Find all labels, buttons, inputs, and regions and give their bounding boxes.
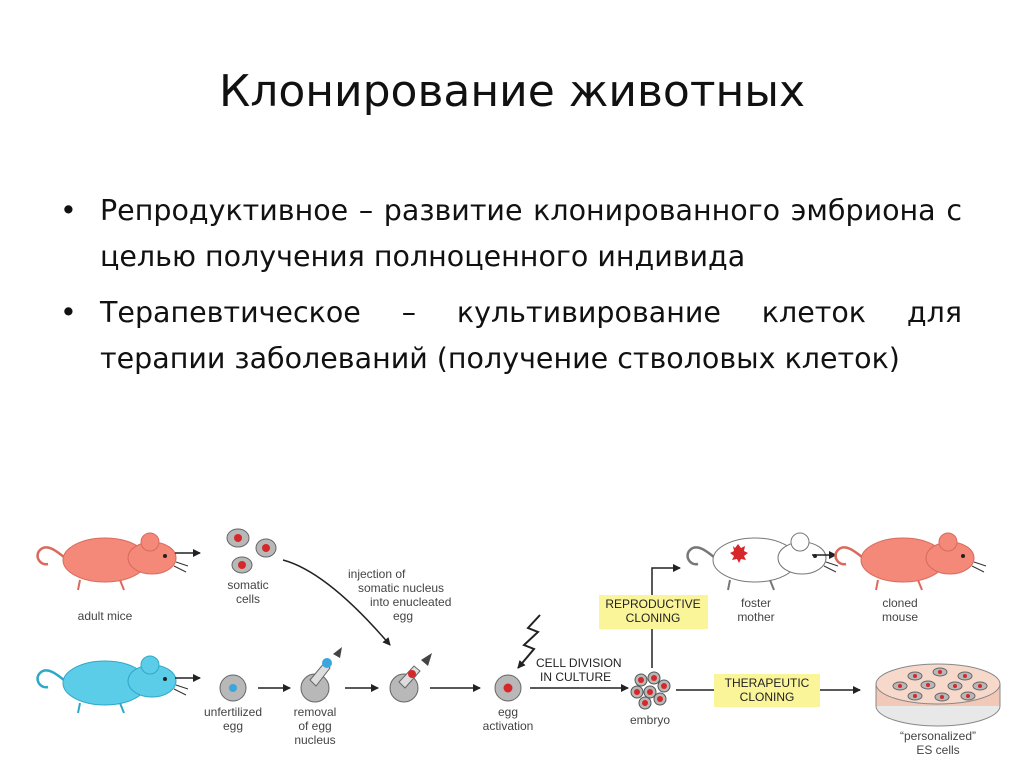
label-cell-division-1: CELL DIVISION	[536, 656, 622, 670]
label-cloned-mouse-2: mouse	[882, 610, 918, 624]
label-removal-1: removal	[294, 705, 337, 719]
label-somatic-cells-2: cells	[236, 592, 260, 606]
label-unfertilized-egg-2: egg	[223, 719, 243, 733]
activated-egg-icon	[494, 674, 522, 702]
arrow	[651, 564, 681, 668]
bullet-list: • Репродуктивное – развитие клонированног…	[60, 188, 962, 392]
label-removal-2: of egg	[298, 719, 331, 733]
cloned-mouse	[834, 531, 988, 592]
unfertilized-egg-icon	[219, 674, 247, 702]
label-egg-activation-1: egg	[498, 705, 518, 719]
cloning-diagram: adult mice somatic cells injection of so…	[36, 528, 1001, 757]
label-injection-1: injection of	[348, 567, 406, 581]
label-es-cells-2: ES cells	[916, 743, 959, 757]
label-es-cells-1: “personalized”	[900, 729, 976, 743]
bullet-dot: •	[60, 194, 77, 227]
label-removal-3: nucleus	[294, 733, 335, 747]
label-cell-division-2: IN CULTURE	[540, 670, 611, 684]
blue-mouse-adult	[36, 654, 190, 715]
bullet-dot: •	[60, 296, 77, 329]
lightning-icon	[517, 614, 541, 669]
label-cloned-mouse-1: cloned	[882, 596, 917, 610]
label-therapeutic-2: CLONING	[740, 690, 795, 704]
somatic-cells-icon	[226, 528, 277, 574]
bullet-text: Терапевтическое – культивирование клеток…	[100, 296, 962, 375]
bullet-text: Репродуктивное – развитие клонированного…	[100, 194, 962, 273]
embryo-implant-icon	[730, 544, 748, 563]
petri-dish-icon	[875, 663, 1001, 727]
slide-title: Клонирование животных	[218, 66, 806, 117]
label-embryo: embryo	[630, 713, 670, 727]
label-adult-mice: adult mice	[78, 609, 133, 623]
removal-nucleus-icon	[300, 647, 342, 703]
reproductive-cloning-box	[599, 595, 708, 629]
injected-egg-icon	[389, 653, 432, 703]
label-somatic-cells-1: somatic	[227, 578, 268, 592]
label-foster-mother-1: foster	[741, 596, 771, 610]
label-therapeutic-1: THERAPEUTIC	[725, 676, 810, 690]
label-foster-mother-2: mother	[737, 610, 774, 624]
label-egg-activation-2: activation	[483, 719, 534, 733]
label-injection-4: egg	[393, 609, 413, 623]
bullet-item-therapeutic: • Терапевтическое – культивирование клето…	[60, 290, 962, 382]
label-injection-2: somatic nucleus	[358, 581, 444, 595]
foster-mother-mouse	[686, 531, 840, 592]
label-unfertilized-egg-1: unfertilized	[204, 705, 262, 719]
label-injection-3: into enucleated	[370, 595, 451, 609]
arrow	[282, 559, 391, 646]
pink-mouse-adult	[36, 531, 190, 592]
therapeutic-cloning-box	[714, 674, 820, 707]
label-reproductive-1: REPRODUCTIVE	[605, 597, 700, 611]
bullet-item-reproductive: • Репродуктивное – развитие клонированног…	[60, 188, 962, 280]
embryo-icon	[630, 671, 671, 710]
label-reproductive-2: CLONING	[626, 611, 681, 625]
